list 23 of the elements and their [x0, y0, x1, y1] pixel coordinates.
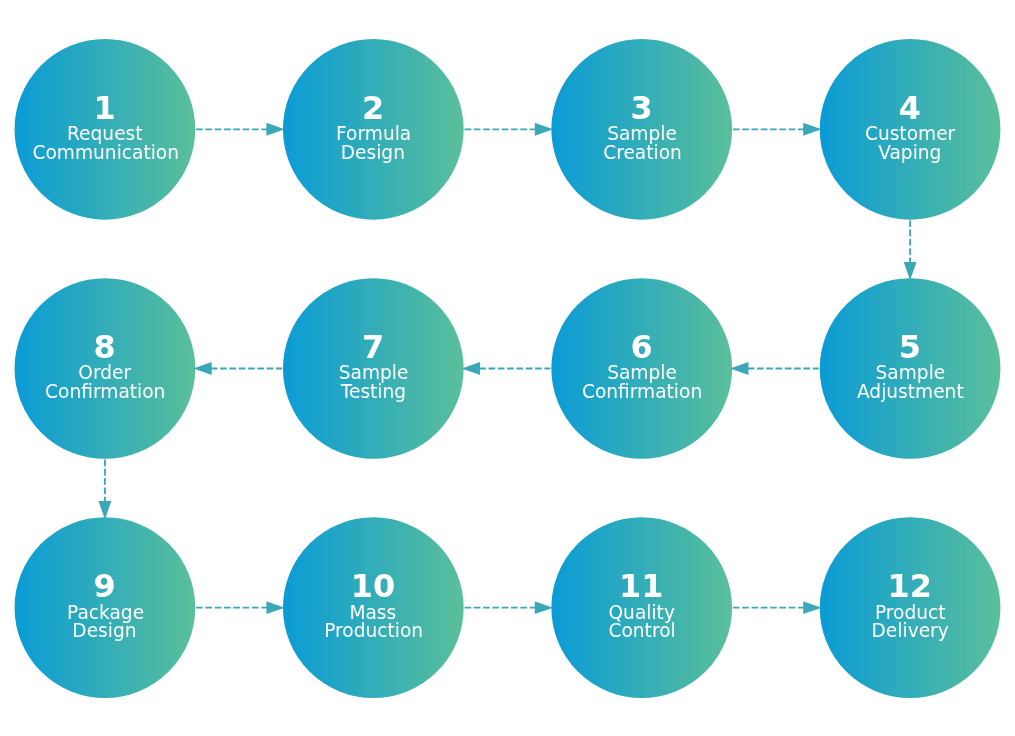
arrow: [732, 122, 822, 136]
node-circle: 4 Customer Vaping: [818, 37, 1002, 221]
arrow: [461, 361, 552, 375]
node-circle: 8 Order Confirmation: [13, 276, 197, 460]
arrow: [195, 122, 285, 136]
arrow: [195, 600, 285, 614]
node-circle: 10 Mass Production: [281, 515, 465, 699]
node-circle: 3 Sample Creation: [550, 37, 734, 221]
arrow: [193, 361, 283, 375]
node-circle: 1 Request Communication: [13, 37, 197, 221]
node-circle: 9 Package Design: [13, 515, 197, 699]
arrow: [730, 361, 820, 375]
arrow: [98, 458, 112, 519]
node-circle: 11 Quality Control: [550, 515, 734, 699]
node-circle: 6 Sample Confirmation: [550, 276, 734, 460]
arrow: [463, 600, 554, 614]
node-circle: 5 Sample Adjustment: [818, 276, 1002, 460]
node-circle: 12 Product Delivery: [818, 515, 1002, 699]
arrow: [732, 600, 822, 614]
node-circle: 2 Formula Design: [281, 37, 465, 221]
node-circle: 7 Sample Testing: [281, 276, 465, 460]
arrow: [903, 219, 917, 280]
arrow: [463, 122, 554, 136]
